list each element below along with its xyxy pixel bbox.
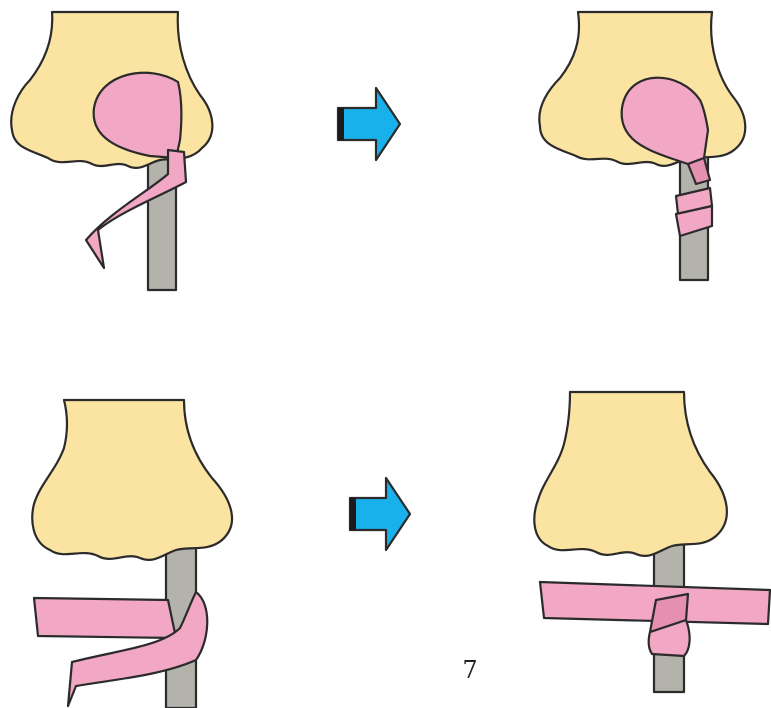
panel-top-right: [539, 12, 745, 280]
bone: [32, 400, 232, 560]
panel-bottom-left: [32, 400, 232, 708]
arrow-stripe: [350, 498, 356, 530]
panel-top-left: [11, 12, 212, 290]
page-number: 7: [458, 656, 482, 684]
bone: [534, 392, 727, 556]
right-arrow-icon: [338, 88, 400, 160]
top-arrow: [338, 88, 400, 160]
right-arrow-icon: [350, 478, 410, 550]
panel-bottom-right: [534, 392, 770, 692]
ribbon-back: [34, 598, 176, 638]
arrow-stripe: [338, 108, 344, 140]
bottom-arrow: [350, 478, 410, 550]
